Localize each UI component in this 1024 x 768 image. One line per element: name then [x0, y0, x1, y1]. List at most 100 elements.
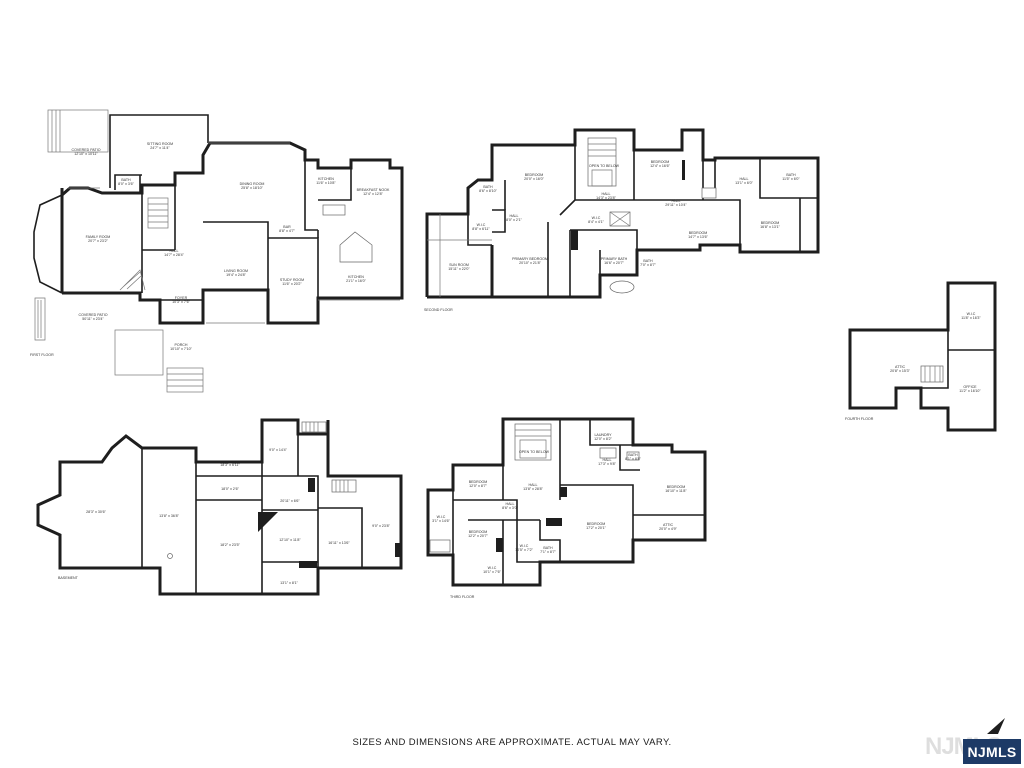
room-dim: 20'7" x 23'2" [88, 239, 108, 243]
room-dim: 17'3" x 9'8" [598, 462, 616, 466]
room-dim: 11'5" x 6'0" [782, 177, 800, 181]
room-dim: 8'8" x 6'11" [472, 227, 490, 231]
room-dim: 12'10" x 11'8" [279, 538, 301, 542]
room-label: BEDROOM [651, 160, 670, 164]
room-label: HALL [602, 192, 611, 196]
room-dim: 12'10" x 10'11" [74, 152, 98, 156]
room-label: W.I.C [488, 566, 497, 570]
room-label: BEDROOM [667, 485, 686, 489]
room-dim: 18'2" x 23'5" [220, 543, 240, 547]
room-label: BATH [121, 178, 131, 182]
room-dim: 8'0" x 2'1" [506, 218, 522, 222]
room-dim: 21'1" x 16'0" [346, 279, 366, 283]
floor-label: FOURTH FLOOR [845, 417, 874, 421]
room-label: SITTING ROOM [147, 142, 173, 146]
floor-label: THIRD FLOOR [450, 595, 475, 599]
room-dim: 18'0" x 2'6" [221, 487, 239, 491]
room-dim: 18'3" x 6'11" [220, 463, 240, 467]
room-label: W.I.C [592, 216, 601, 220]
room-dim: 8'6" x 8'10" [479, 189, 497, 193]
room-dim: 20'0" x 4'9" [659, 527, 677, 531]
room-label: DINING ROOM [240, 182, 265, 186]
room-dim: 14'7" x 28'4" [164, 253, 184, 257]
basement-plan: 28'3" x 30'6" 13'8" x 36'8" 18'3" x 6'11… [36, 418, 403, 596]
room-label: ATTIC [663, 523, 674, 527]
room-label: HALL [510, 214, 519, 218]
first-floor-plan: COVERED PATIO 12'10" x 10'11" SITTING RO… [30, 109, 404, 393]
room-dim: 16'11" x 13'6" [328, 541, 350, 545]
room-label: BATH [643, 259, 653, 263]
room-dim: 12'0" x 8'2" [594, 437, 612, 441]
room-dim: 10'3" x 7'6" [172, 300, 190, 304]
room-dim: 15'11" x 22'0" [448, 267, 470, 271]
room-dim: 11'6" x 10'8" [316, 181, 336, 185]
room-dim: 10'10" x 7'10" [170, 347, 192, 351]
floor-label: BASEMENT [58, 576, 79, 580]
room-dim: 16'6" x 20'7" [604, 261, 624, 265]
room-label: BATH [628, 453, 638, 457]
room-dim: 12'4" x 16'6" [650, 164, 670, 168]
room-dim: 8'8" x 4'7" [279, 229, 295, 233]
room-dim: 7'1" x 8'7" [540, 550, 556, 554]
room-dim: 3'1" x 14'6" [432, 519, 450, 523]
third-floor-plan: OPEN TO BELOW LAUNDRY 12'0" x 8'2" HALL … [426, 417, 707, 599]
room-dim: 10'1" x 7'6" [483, 570, 501, 574]
room-dim: 8'6" x 3'0" [502, 506, 518, 510]
room-label: W.I.C [477, 223, 486, 227]
room-dim: 20'0" x 16'0" [524, 177, 544, 181]
room-dim: 8'0" x 3'6" [118, 182, 134, 186]
room-label: OFFICE [963, 385, 977, 389]
room-dim: 20'10" x 21'8" [519, 261, 541, 265]
room-label: HALL [529, 483, 538, 487]
room-label: BAR [283, 225, 291, 229]
room-label: BATH [786, 173, 796, 177]
room-dim: 9'0" x 23'8" [372, 524, 390, 528]
room-dim: 12'4" x 12'8" [363, 192, 383, 196]
room-dim: 29'11" x 10'4" [665, 203, 687, 207]
room-dim: 20'11" x 6'6" [280, 499, 300, 503]
room-dim: 9'0" x 14'4" [269, 448, 287, 452]
room-dim: 50'11" x 23'4" [82, 317, 104, 321]
njmls-logo: NJMLS [963, 739, 1021, 764]
room-dim: 7'0" x 8'7" [640, 263, 656, 267]
room-label: COVERED PATIO [78, 313, 107, 317]
room-label: HALL [672, 199, 681, 203]
room-label: BEDROOM [587, 522, 606, 526]
room-label: STUDY ROOM [280, 278, 304, 282]
room-label: BEDROOM [469, 530, 488, 534]
room-label: BEDROOM [761, 221, 780, 225]
fourth-floor-plan: W.I.C 11'8" x 16'3" ATTIC 20'8" x 15'3" … [845, 281, 997, 432]
room-label: BATH [483, 185, 493, 189]
room-dim: 13'8" x 28'8" [523, 487, 543, 491]
room-label: BEDROOM [525, 173, 544, 177]
second-floor-plan: BATH 8'6" x 8'10" BEDROOM 20'0" x 16'0" … [424, 128, 820, 312]
room-label: FOYER [175, 296, 188, 300]
room-dim: 20'8" x 15'3" [890, 369, 910, 373]
north-arrow-icon [987, 718, 1005, 734]
room-dim: 13'8" x 36'8" [159, 514, 179, 518]
room-label: BEDROOM [469, 480, 488, 484]
room-label: COVERED PATIO [71, 148, 100, 152]
room-label: LIVING ROOM [224, 269, 248, 273]
room-label: BREAKFAST NOOK [357, 188, 390, 192]
room-label: W.I.C [437, 515, 446, 519]
room-label: HALL [603, 458, 612, 462]
room-dim: 28'3" x 30'6" [86, 510, 106, 514]
room-dim: 16'10" x 11'8" [665, 489, 687, 493]
disclaimer-text: SIZES AND DIMENSIONS ARE APPROXIMATE. AC… [352, 737, 672, 748]
room-dim: 8'4" x 4'1" [588, 220, 604, 224]
room-dim: 16'8" x 13'1" [760, 225, 780, 229]
room-dim: 19'4" x 24'8" [226, 273, 246, 277]
room-label: PRIMARY BATH [601, 257, 628, 261]
room-dim: 12'2" x 20'7" [468, 534, 488, 538]
room-dim: 11'8" x 16'3" [961, 316, 981, 320]
room-label: OPEN TO BELOW [589, 164, 620, 168]
room-label: HALL [170, 249, 179, 253]
floor-label: FIRST FLOOR [30, 353, 54, 357]
room-dim: 14'3" x 23'8" [596, 196, 616, 200]
room-label: LAUNDRY [594, 433, 612, 437]
room-dim: 13'1" x 8'1" [280, 581, 298, 585]
room-label: PORCH [175, 343, 188, 347]
room-label: ATTIC [895, 365, 906, 369]
